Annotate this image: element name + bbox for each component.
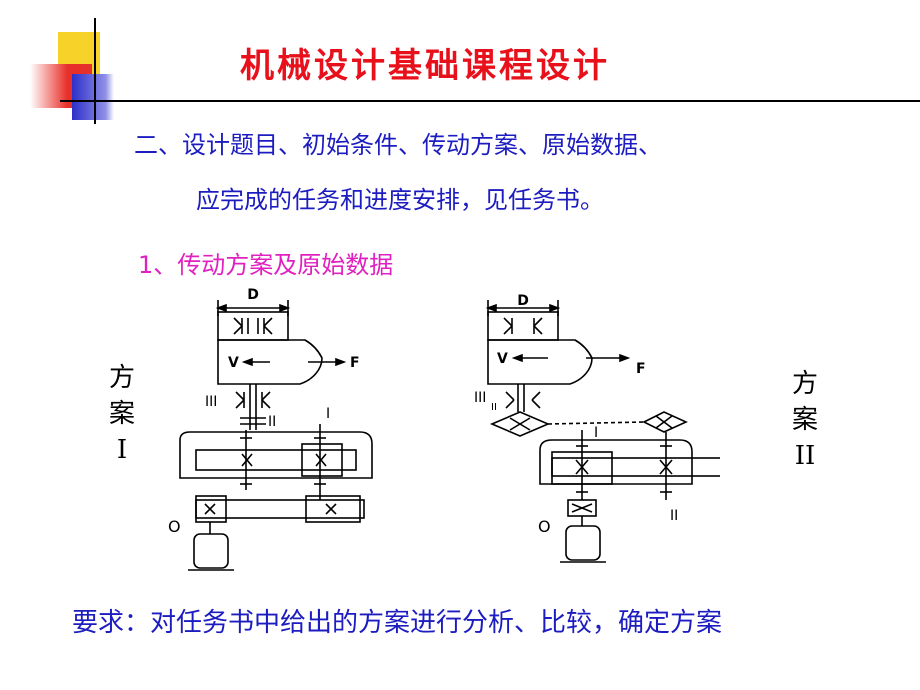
scheme-1-d-label: D <box>247 287 259 303</box>
scheme-2-axis3-label: III <box>474 390 486 406</box>
scheme-2-f-label: F <box>636 361 646 377</box>
requirement-text: 要求：对任务书中给出的方案进行分析、比较，确定方案 <box>72 608 723 638</box>
scheme-1-axis1-label: I <box>326 406 330 422</box>
scheme-2-label: 方 案 II <box>791 369 818 471</box>
scheme-1-axis3-label: III <box>205 394 217 410</box>
scheme-2-axis1-label: I <box>594 425 598 441</box>
section-heading: 1、传动方案及原始数据 <box>138 251 394 279</box>
scheme-2-motor-label: O <box>538 517 551 536</box>
title-rule <box>60 100 920 102</box>
scheme-1-motor-label: O <box>168 517 181 536</box>
scheme-2-axis2-label: II <box>670 508 678 524</box>
content-line-2: 应完成的任务和进度安排，见任务书。 <box>196 186 604 214</box>
scheme-1-axis2-label: II <box>268 414 276 430</box>
page-title: 机械设计基础课程设计 <box>240 46 610 86</box>
scheme-1-diagram: D V F III II I O <box>168 287 373 571</box>
scheme-2-axis3-sub-label: II <box>491 402 497 413</box>
scheme-1-label: 方 案 I <box>108 363 135 465</box>
scheme-2-diagram: D V F III II I II O <box>474 293 720 563</box>
scheme-2-v-label: V <box>497 351 508 367</box>
decor-vertical-line <box>94 18 96 124</box>
decor-blue-block <box>72 74 114 120</box>
scheme-1-f-label: F <box>350 355 360 371</box>
scheme-1-v-label: V <box>228 355 239 371</box>
content-line-1: 二、设计题目、初始条件、传动方案、原始数据、 <box>134 131 662 159</box>
scheme-2-d-label: D <box>517 293 529 309</box>
